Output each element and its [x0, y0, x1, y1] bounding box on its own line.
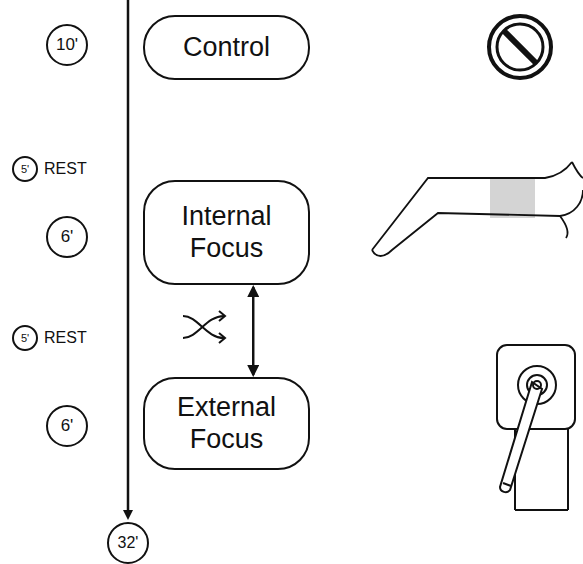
duration-label: 5' — [21, 332, 29, 345]
duration-label: 10' — [56, 35, 78, 55]
duration-label: 32' — [118, 534, 139, 552]
duration-label: 6' — [61, 227, 74, 247]
timeline-arrow — [127, 0, 130, 515]
rest-label: REST — [44, 160, 87, 178]
duration-label: 5' — [21, 163, 29, 176]
prohibited-icon — [489, 16, 551, 78]
duration-circle: 6' — [46, 216, 88, 258]
duration-circle: 6' — [46, 405, 88, 447]
condition-label: Internal Focus — [155, 201, 298, 263]
ergometer-illustration — [497, 345, 575, 510]
rest-label: REST — [44, 329, 87, 347]
condition-label: Control — [183, 32, 270, 63]
duration-circle: 10' — [46, 24, 88, 66]
condition-box: Control — [143, 15, 310, 80]
duration-label: 6' — [61, 416, 74, 436]
order-arrow — [252, 287, 255, 375]
condition-box: External Focus — [143, 377, 310, 470]
total-duration-circle: 32' — [107, 522, 149, 564]
rest-duration-circle: 5' — [12, 325, 38, 351]
rest-duration-circle: 5' — [12, 156, 38, 182]
leg-illustration — [372, 162, 583, 256]
condition-box: Internal Focus — [143, 180, 310, 285]
shuffle-icon — [183, 311, 225, 343]
condition-label: External Focus — [155, 392, 298, 454]
